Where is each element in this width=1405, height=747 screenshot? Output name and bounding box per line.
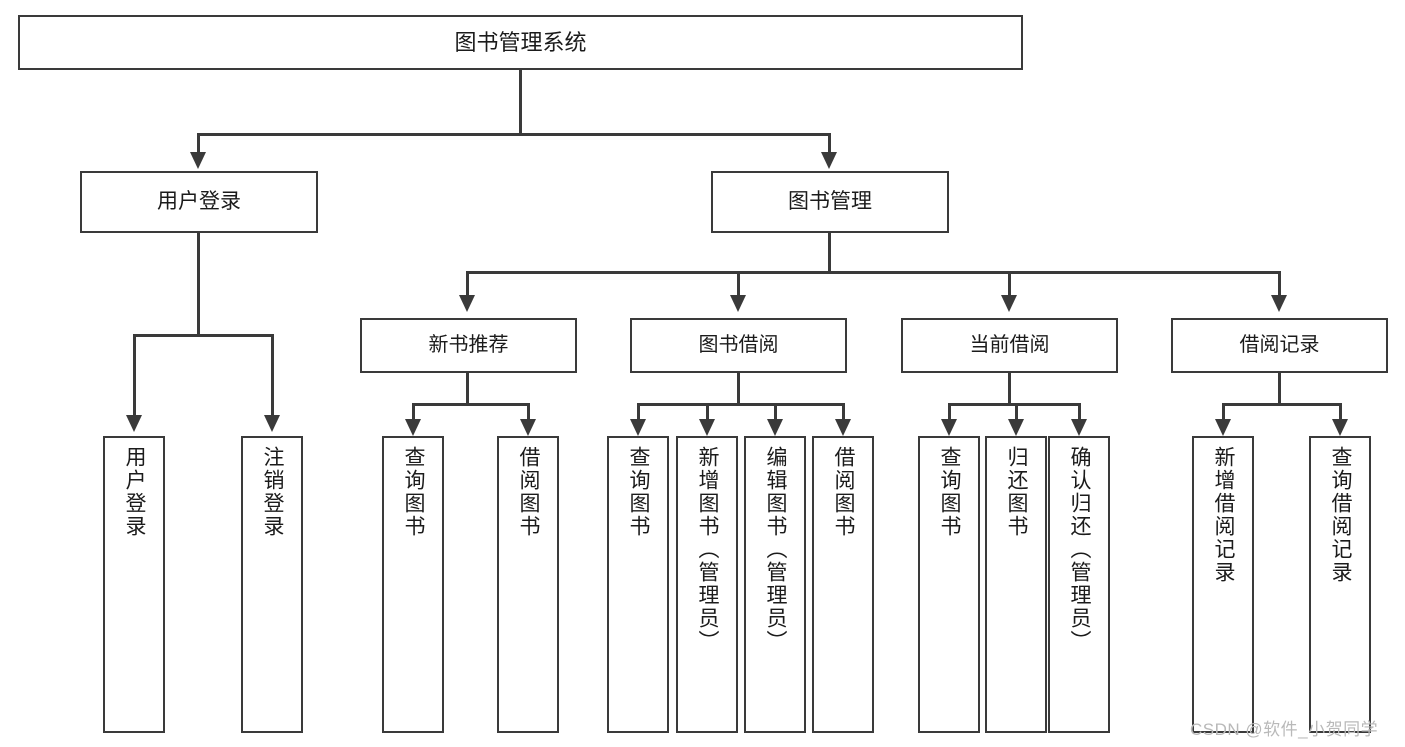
leaf-label: 借阅图书: [832, 446, 856, 538]
connector-root-stem: [519, 70, 522, 134]
leaf-user-login[interactable]: 用户登录: [103, 436, 165, 733]
node-root-book-management-system[interactable]: 图书管理系统: [18, 15, 1023, 70]
arrow-borrow-record-to-leaf-2: [1332, 419, 1348, 436]
leaf-return-book[interactable]: 归还图书: [985, 436, 1047, 733]
leaf-label: 用户登录: [123, 446, 147, 538]
connector-current-borrow-to-leaf-2: [1015, 403, 1018, 421]
leaf-label: 查询图书: [627, 446, 651, 538]
arrow-book-borrow-to-leaf-3: [767, 419, 783, 436]
leaf-confirm-return-admin[interactable]: 确认归还（管理员）: [1048, 436, 1110, 733]
node-book-management[interactable]: 图书管理: [711, 171, 949, 233]
connector-borrow-record-bar: [1222, 403, 1342, 406]
node-user-login[interactable]: 用户登录: [80, 171, 318, 233]
arrow-new-book-to-leaf-2: [520, 419, 536, 436]
arrow-root-to-book-manage: [821, 152, 837, 169]
connector-user-login-to-leaf-2: [271, 334, 274, 417]
arrow-book-manage-to-lvl2-1: [459, 295, 475, 312]
leaf-user-logout[interactable]: 注销登录: [241, 436, 303, 733]
connector-current-borrow-bar: [948, 403, 1080, 406]
leaf-label: 编辑图书（管理员）: [764, 446, 788, 653]
connector-user-login-stem: [197, 233, 200, 336]
connector-new-book-stem: [466, 373, 469, 405]
node-label: 图书管理: [788, 189, 872, 213]
node-new-book-recommend[interactable]: 新书推荐: [360, 318, 577, 373]
connector-current-borrow-stem: [1008, 373, 1011, 405]
node-label: 借阅记录: [1239, 334, 1320, 356]
connector-borrow-record-to-leaf-1: [1222, 403, 1225, 421]
connector-borrow-record-stem: [1278, 373, 1281, 405]
leaf-query-book-current[interactable]: 查询图书: [918, 436, 980, 733]
arrow-current-borrow-to-leaf-1: [941, 419, 957, 436]
leaf-query-book-borrow[interactable]: 查询图书: [607, 436, 669, 733]
leaf-label: 确认归还（管理员）: [1068, 446, 1092, 653]
leaf-label: 新增图书（管理员）: [696, 446, 720, 653]
connector-book-manage-stem: [828, 233, 831, 274]
connector-book-manage-to-lvl2-2: [737, 271, 740, 297]
arrow-current-borrow-to-leaf-3: [1071, 419, 1087, 436]
node-label: 图书管理系统: [454, 29, 587, 55]
leaf-label: 借阅图书: [517, 446, 541, 538]
connector-new-book-to-leaf-2: [527, 403, 530, 421]
connector-book-borrow-to-leaf-1: [637, 403, 640, 421]
arrow-user-login-to-leaf-2: [264, 415, 280, 432]
connector-new-book-bar: [412, 403, 530, 406]
connector-book-manage-to-lvl2-3: [1008, 271, 1011, 297]
arrow-borrow-record-to-leaf-1: [1215, 419, 1231, 436]
leaf-label: 新增借阅记录: [1212, 446, 1236, 584]
connector-book-manage-to-lvl2-4: [1278, 271, 1281, 297]
leaf-query-book-recommend[interactable]: 查询图书: [382, 436, 444, 733]
connector-new-book-to-leaf-1: [412, 403, 415, 421]
leaf-edit-book-admin[interactable]: 编辑图书（管理员）: [744, 436, 806, 733]
connector-book-manage-to-lvl2-1: [466, 271, 469, 297]
connector-book-borrow-bar: [637, 403, 845, 406]
arrow-book-manage-to-lvl2-2: [730, 295, 746, 312]
node-book-borrow[interactable]: 图书借阅: [630, 318, 847, 373]
connector-root-to-user-login: [197, 133, 200, 155]
arrow-new-book-to-leaf-1: [405, 419, 421, 436]
arrow-book-borrow-to-leaf-2: [699, 419, 715, 436]
connector-user-login-to-leaf-1: [133, 334, 136, 417]
connector-user-login-bar: [133, 334, 274, 337]
leaf-query-borrow-record[interactable]: 查询借阅记录: [1309, 436, 1371, 733]
leaf-label: 查询图书: [402, 446, 426, 538]
node-label: 图书借阅: [698, 334, 779, 356]
node-label: 用户登录: [157, 189, 241, 213]
node-borrow-record[interactable]: 借阅记录: [1171, 318, 1388, 373]
arrow-book-borrow-to-leaf-1: [630, 419, 646, 436]
node-label: 新书推荐: [428, 334, 509, 356]
leaf-label: 查询借阅记录: [1329, 446, 1353, 584]
connector-root-to-book-manage: [828, 133, 831, 155]
leaf-label: 归还图书: [1005, 446, 1029, 538]
connector-root-bar: [197, 133, 831, 136]
arrow-book-manage-to-lvl2-4: [1271, 295, 1287, 312]
connector-current-borrow-to-leaf-1: [948, 403, 951, 421]
arrow-book-borrow-to-leaf-4: [835, 419, 851, 436]
arrow-root-to-user-login: [190, 152, 206, 169]
connector-book-borrow-to-leaf-3: [774, 403, 777, 421]
connector-book-manage-bar: [466, 271, 1280, 274]
node-label: 当前借阅: [969, 334, 1050, 356]
leaf-add-borrow-record[interactable]: 新增借阅记录: [1192, 436, 1254, 733]
connector-book-borrow-to-leaf-2: [706, 403, 709, 421]
leaf-add-book-admin[interactable]: 新增图书（管理员）: [676, 436, 738, 733]
connector-current-borrow-to-leaf-3: [1078, 403, 1081, 421]
arrow-book-manage-to-lvl2-3: [1001, 295, 1017, 312]
leaf-borrow-book-recommend[interactable]: 借阅图书: [497, 436, 559, 733]
leaf-borrow-book[interactable]: 借阅图书: [812, 436, 874, 733]
connector-borrow-record-to-leaf-2: [1339, 403, 1342, 421]
connector-book-borrow-stem: [737, 373, 740, 405]
arrow-current-borrow-to-leaf-2: [1008, 419, 1024, 436]
connector-book-borrow-to-leaf-4: [842, 403, 845, 421]
leaf-label: 注销登录: [261, 446, 285, 538]
arrow-user-login-to-leaf-1: [126, 415, 142, 432]
leaf-label: 查询图书: [938, 446, 962, 538]
node-current-borrow[interactable]: 当前借阅: [901, 318, 1118, 373]
